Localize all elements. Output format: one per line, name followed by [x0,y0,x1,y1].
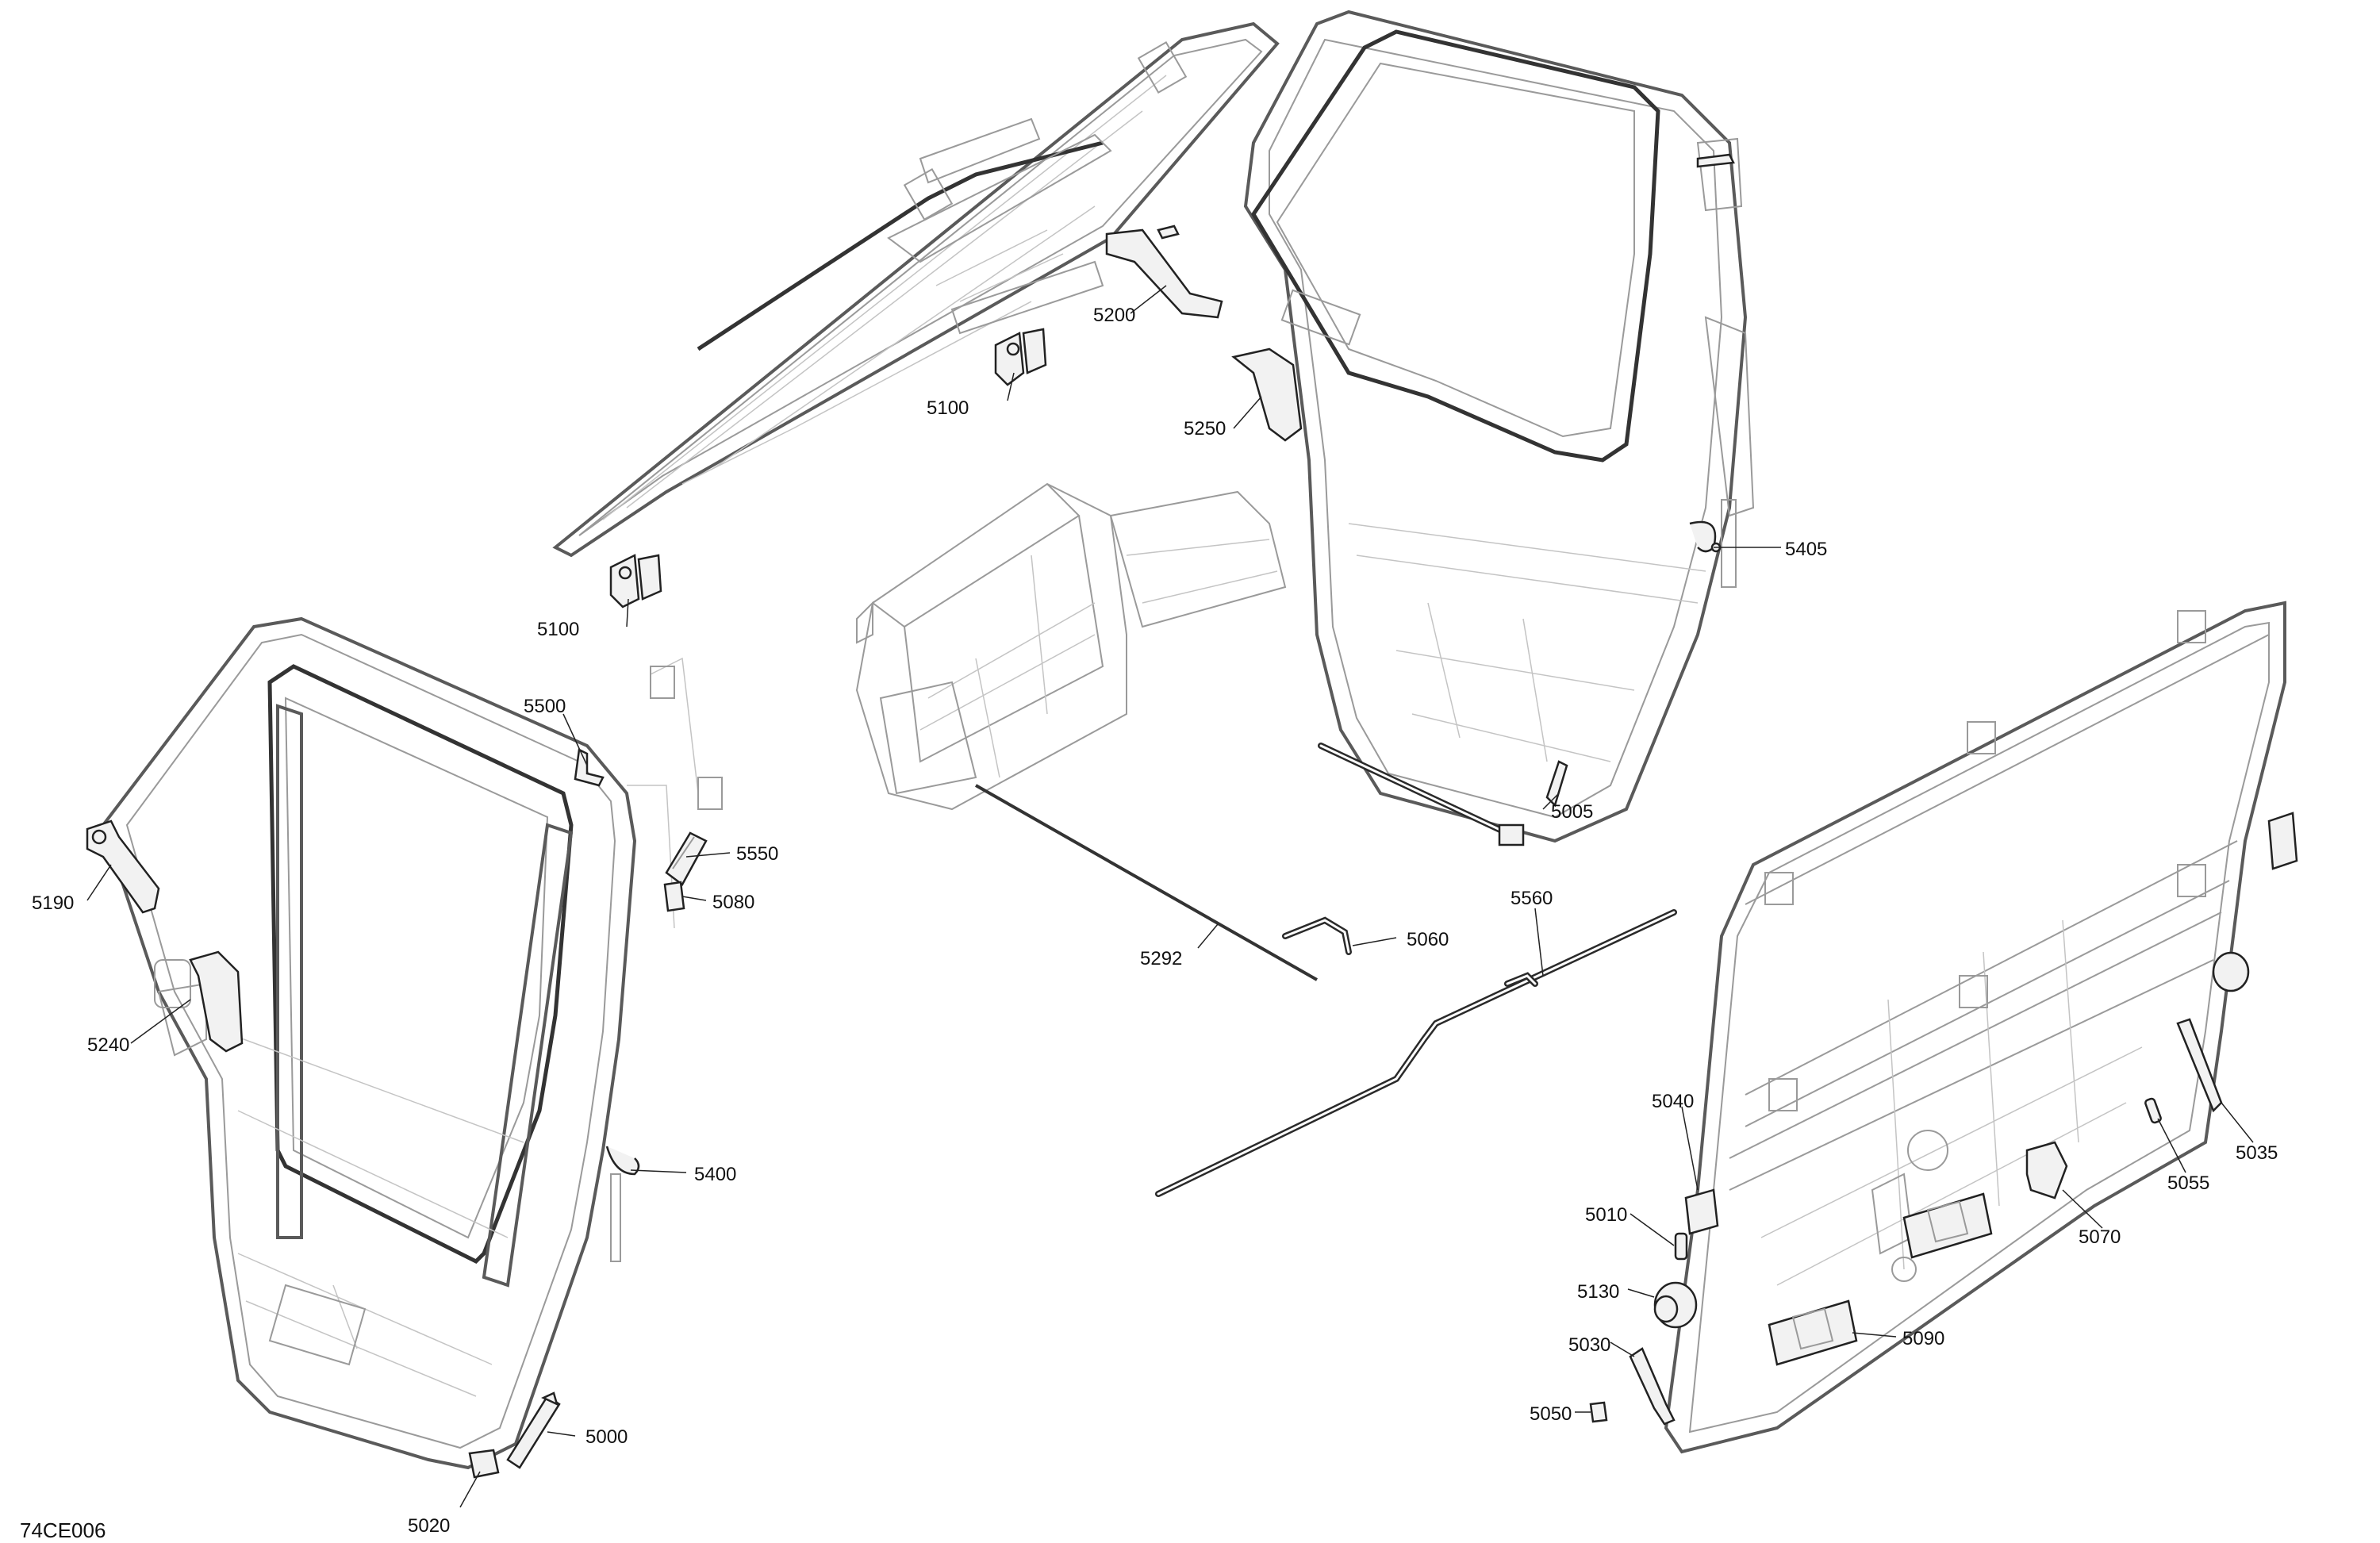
callout-5405: 5405 [1785,539,1827,560]
callout-5070: 5070 [2079,1226,2121,1248]
callout-5240: 5240 [87,1034,129,1056]
pad-5040 [1684,1188,1719,1235]
bracket-5090 [1768,1192,1993,1366]
hinge-bracket-5100-upper [994,328,1047,386]
seal-5550 [665,831,708,886]
rear-panel [1664,601,2298,1454]
latch-rod-5400 [605,1146,640,1176]
callout-5010: 5010 [1585,1204,1627,1226]
callout-5550: 5550 [736,843,778,865]
callout-5090: 5090 [1902,1328,1944,1349]
callout-5020: 5020 [408,1515,450,1537]
callout-5250: 5250 [1184,418,1226,439]
pad-5240 [189,950,244,1053]
bushing-5130 [1653,1281,1698,1329]
callout-5030: 5030 [1568,1334,1610,1356]
callout-5040: 5040 [1652,1091,1694,1112]
strip-5000 [506,1391,561,1469]
clip-5500 [574,748,605,787]
callout-5005: 5005 [1551,801,1593,823]
leader-lines [86,285,2254,1508]
bushing-5180 [2212,951,2250,992]
callout-5035: 5035 [2236,1142,2278,1164]
block-5080 [663,881,685,912]
callout-5050: 5050 [1530,1403,1572,1425]
block-5050 [1589,1401,1608,1423]
strip-5035 [2176,1018,2223,1113]
seal-strip-5560 [1155,909,1677,1197]
callout-5400: 5400 [694,1164,736,1185]
callout-labels: 5100 5100 5200 5250 5405 5500 5550 5080 … [32,305,2278,1537]
callout-5060: 5060 [1407,929,1449,950]
callout-5560: 5560 [1511,888,1553,909]
callout-5200: 5200 [1093,305,1135,326]
rear-door-frame [1243,10,1755,843]
hinge-bracket-5100-lower [609,554,662,608]
bottom-seal-5005 [1318,743,1568,846]
roof-panel [552,21,1280,558]
callout-5080: 5080 [712,892,754,913]
diagram-reference-id: 74CE006 [20,1518,106,1542]
clip-5010 [1674,1232,1688,1261]
callout-5000: 5000 [585,1426,628,1448]
bracket-5200 [1105,225,1223,319]
front-door-frame [101,616,723,1470]
callout-5100-lower: 5100 [537,619,579,640]
block-5020 [468,1449,500,1479]
callout-5190: 5190 [32,892,74,914]
pad-5250 [1231,347,1303,442]
callout-5100-upper: 5100 [927,397,969,419]
callout-5292: 5292 [1140,948,1182,969]
pad-5070 [2025,1141,2068,1199]
u-clip-5060 [1282,916,1352,955]
centre-box-assembly [855,482,1287,811]
strip-5030 [1629,1347,1676,1426]
clip-5055 [2144,1097,2162,1124]
callout-5500: 5500 [524,696,566,717]
callout-5130: 5130 [1577,1281,1619,1303]
callout-5055: 5055 [2167,1173,2209,1194]
hinge-5190 [86,819,160,914]
long-rod-5292 [975,784,1318,981]
